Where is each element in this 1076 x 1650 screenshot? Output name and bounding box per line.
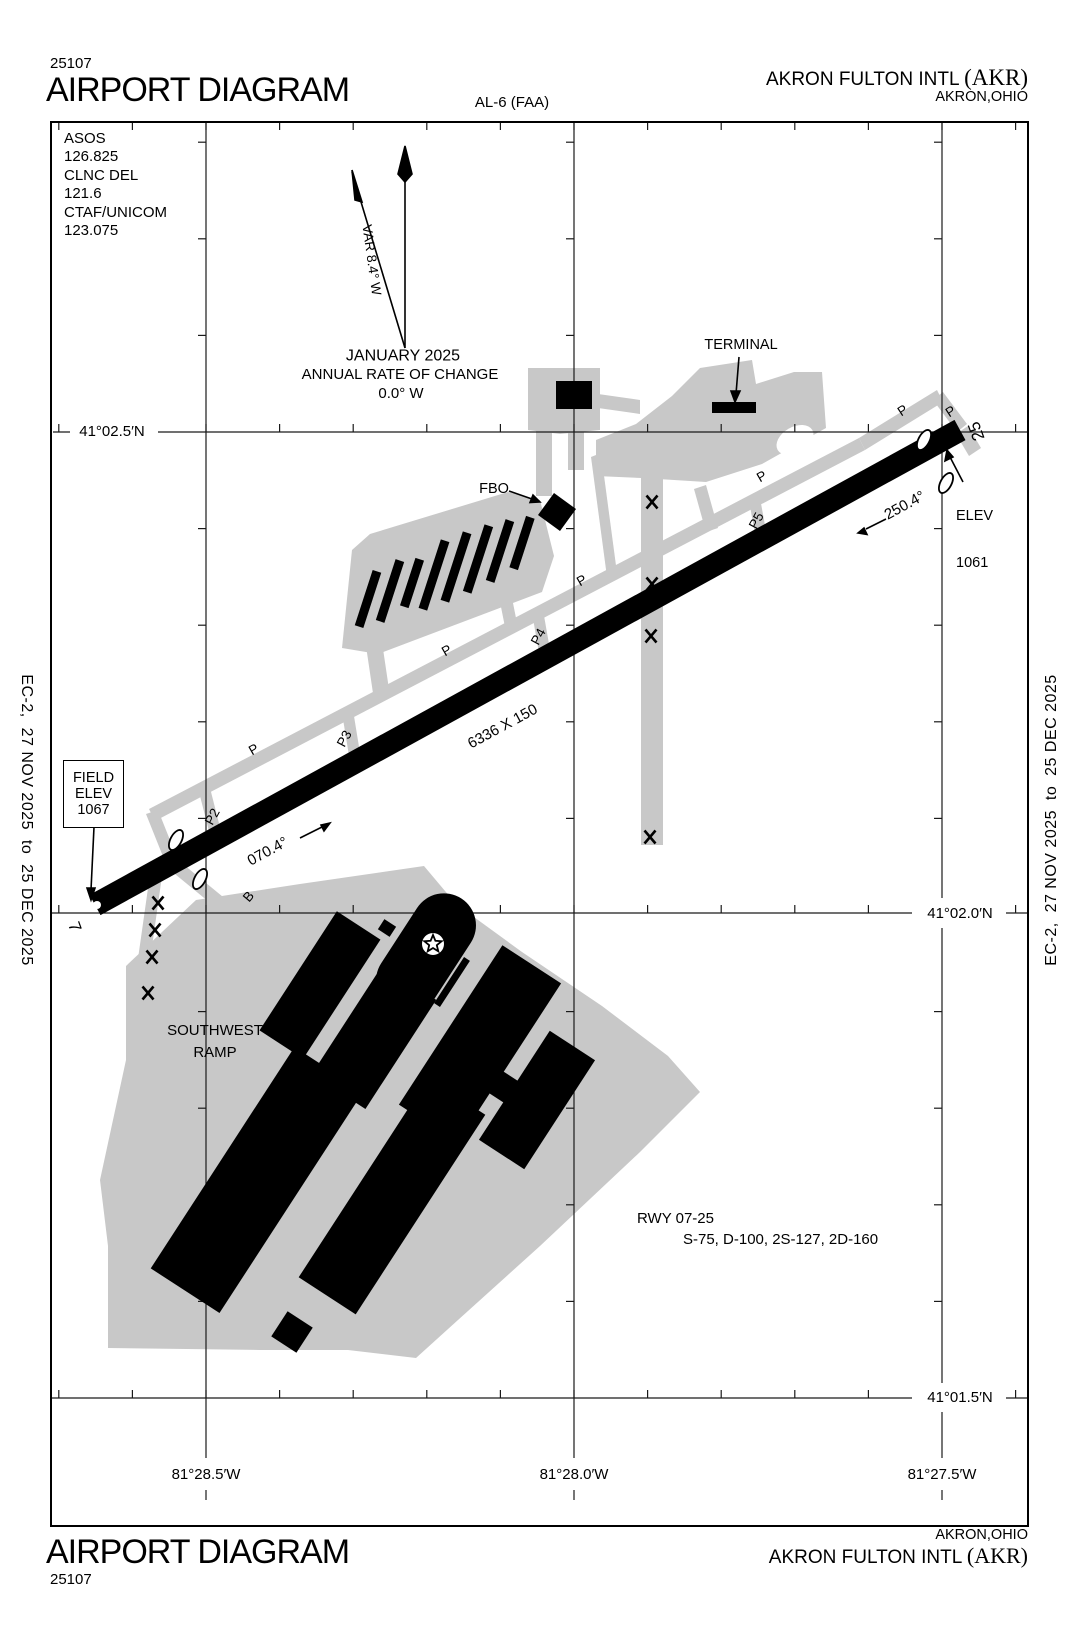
comm-ctaf-freq: 123.075 — [64, 222, 119, 240]
rwy25-elevation: ELEV 1061 — [956, 478, 993, 588]
latitude-label-0200: 41°02.0′N — [923, 905, 997, 923]
longitude-label-2850: 81°28.5′W — [168, 1466, 244, 1484]
effective-dates-right: EC-2, 27 NOV 2025 to 25 DEC 2025 — [1043, 674, 1060, 966]
variation-rate-line2: 0.0° W — [378, 384, 424, 402]
airport-name-text: AKRON FULTON INTL — [765, 69, 965, 90]
southwest-ramp-label-line2: RAMP — [193, 1043, 237, 1061]
effective-dates-left: EC-2, 27 NOV 2025 to 25 DEC 2025 — [18, 674, 35, 966]
heading-070-arrow — [299, 826, 323, 839]
airport-name-text: AKRON FULTON INTL — [768, 1547, 967, 1568]
true-north-arrowhead-icon — [397, 145, 413, 184]
footer-chart-number: 25107 — [50, 1571, 92, 1588]
airport-name-footer: AKRON FULTON INTL (AKR) — [769, 1544, 1028, 1569]
variation-rate-line1: ANNUAL RATE OF CHANGE — [301, 365, 499, 383]
rwy25-elev-value: 1061 — [956, 555, 989, 572]
fbo-label: FBO — [479, 481, 509, 498]
chart-reference: AL-6 (FAA) — [474, 93, 550, 111]
field-elev-word2: ELEV — [74, 785, 113, 802]
map-border — [50, 121, 1029, 1527]
airport-city-header: AKRON,OHIO — [935, 89, 1028, 105]
fbo-building — [538, 493, 576, 531]
runway-info-line1: RWY 07-25 — [637, 1210, 714, 1227]
t-hangars — [354, 515, 535, 628]
page-title: AIRPORT DIAGRAM — [46, 71, 350, 109]
rwy25-elev-word: ELEV — [956, 508, 994, 525]
comm-clnc-freq: 121.6 — [64, 185, 102, 203]
airport-code-text: (AKR) — [964, 65, 1028, 90]
latitude-label-0230: 41°02.5′N — [75, 423, 149, 441]
beacon-star-icon — [422, 932, 444, 954]
magnetic-variation-arrowhead-icon — [351, 169, 364, 204]
variation-date: JANUARY 2025 — [345, 347, 461, 365]
lat-lon-grid — [51, 122, 1028, 1500]
airport-city-footer: AKRON,OHIO — [935, 1527, 1028, 1543]
longitude-label-2800: 81°28.0′W — [536, 1466, 612, 1484]
terminal-label: TERMINAL — [704, 337, 778, 354]
airport-name-header: AKRON FULTON INTL (AKR) — [765, 65, 1028, 91]
latitude-label-0130: 41°01.5′N — [923, 1389, 997, 1407]
heading-250-arrow — [865, 518, 887, 530]
terminal-arrow — [735, 356, 740, 395]
north-arrows — [351, 145, 413, 349]
fbo-arrow — [508, 490, 533, 500]
footer-title: AIRPORT DIAGRAM — [46, 1533, 350, 1571]
rwy25-elev-arrow — [949, 456, 964, 483]
field-elev-arrow — [90, 826, 95, 891]
comm-asos-freq: 126.825 — [64, 148, 119, 166]
airport-code-text: (AKR) — [966, 1543, 1028, 1568]
callout-arrows — [85, 356, 964, 903]
field-elev-word1: FIELD — [72, 769, 115, 786]
comm-frequencies: ASOS 126.825 CLNC DEL 121.6 CTAF/UNICOM … — [64, 130, 167, 240]
north-building — [556, 381, 592, 409]
longitude-label-2750: 81°27.5′W — [904, 1466, 980, 1484]
field-elevation-box: FIELD ELEV 1067 — [63, 760, 124, 828]
airport-beacon-icon — [422, 932, 444, 955]
terminal-building — [712, 402, 756, 413]
comm-asos-label: ASOS — [64, 130, 106, 147]
southwest-ramp-label-line1: SOUTHWEST — [167, 1021, 263, 1039]
field-elev-value: 1067 — [77, 802, 110, 819]
runway-info-line2: S-75, D-100, 2S-127, 2D-160 — [683, 1231, 879, 1248]
chart-number: 25107 — [50, 55, 92, 72]
comm-ctaf-label: CTAF/UNICOM — [64, 203, 168, 221]
ellipse-markers — [168, 429, 954, 890]
runway-threshold-dot — [93, 901, 101, 909]
buildings — [150, 381, 756, 1353]
runway-07-25 — [89, 419, 966, 916]
comm-clnc-label: CLNC DEL — [64, 166, 139, 184]
